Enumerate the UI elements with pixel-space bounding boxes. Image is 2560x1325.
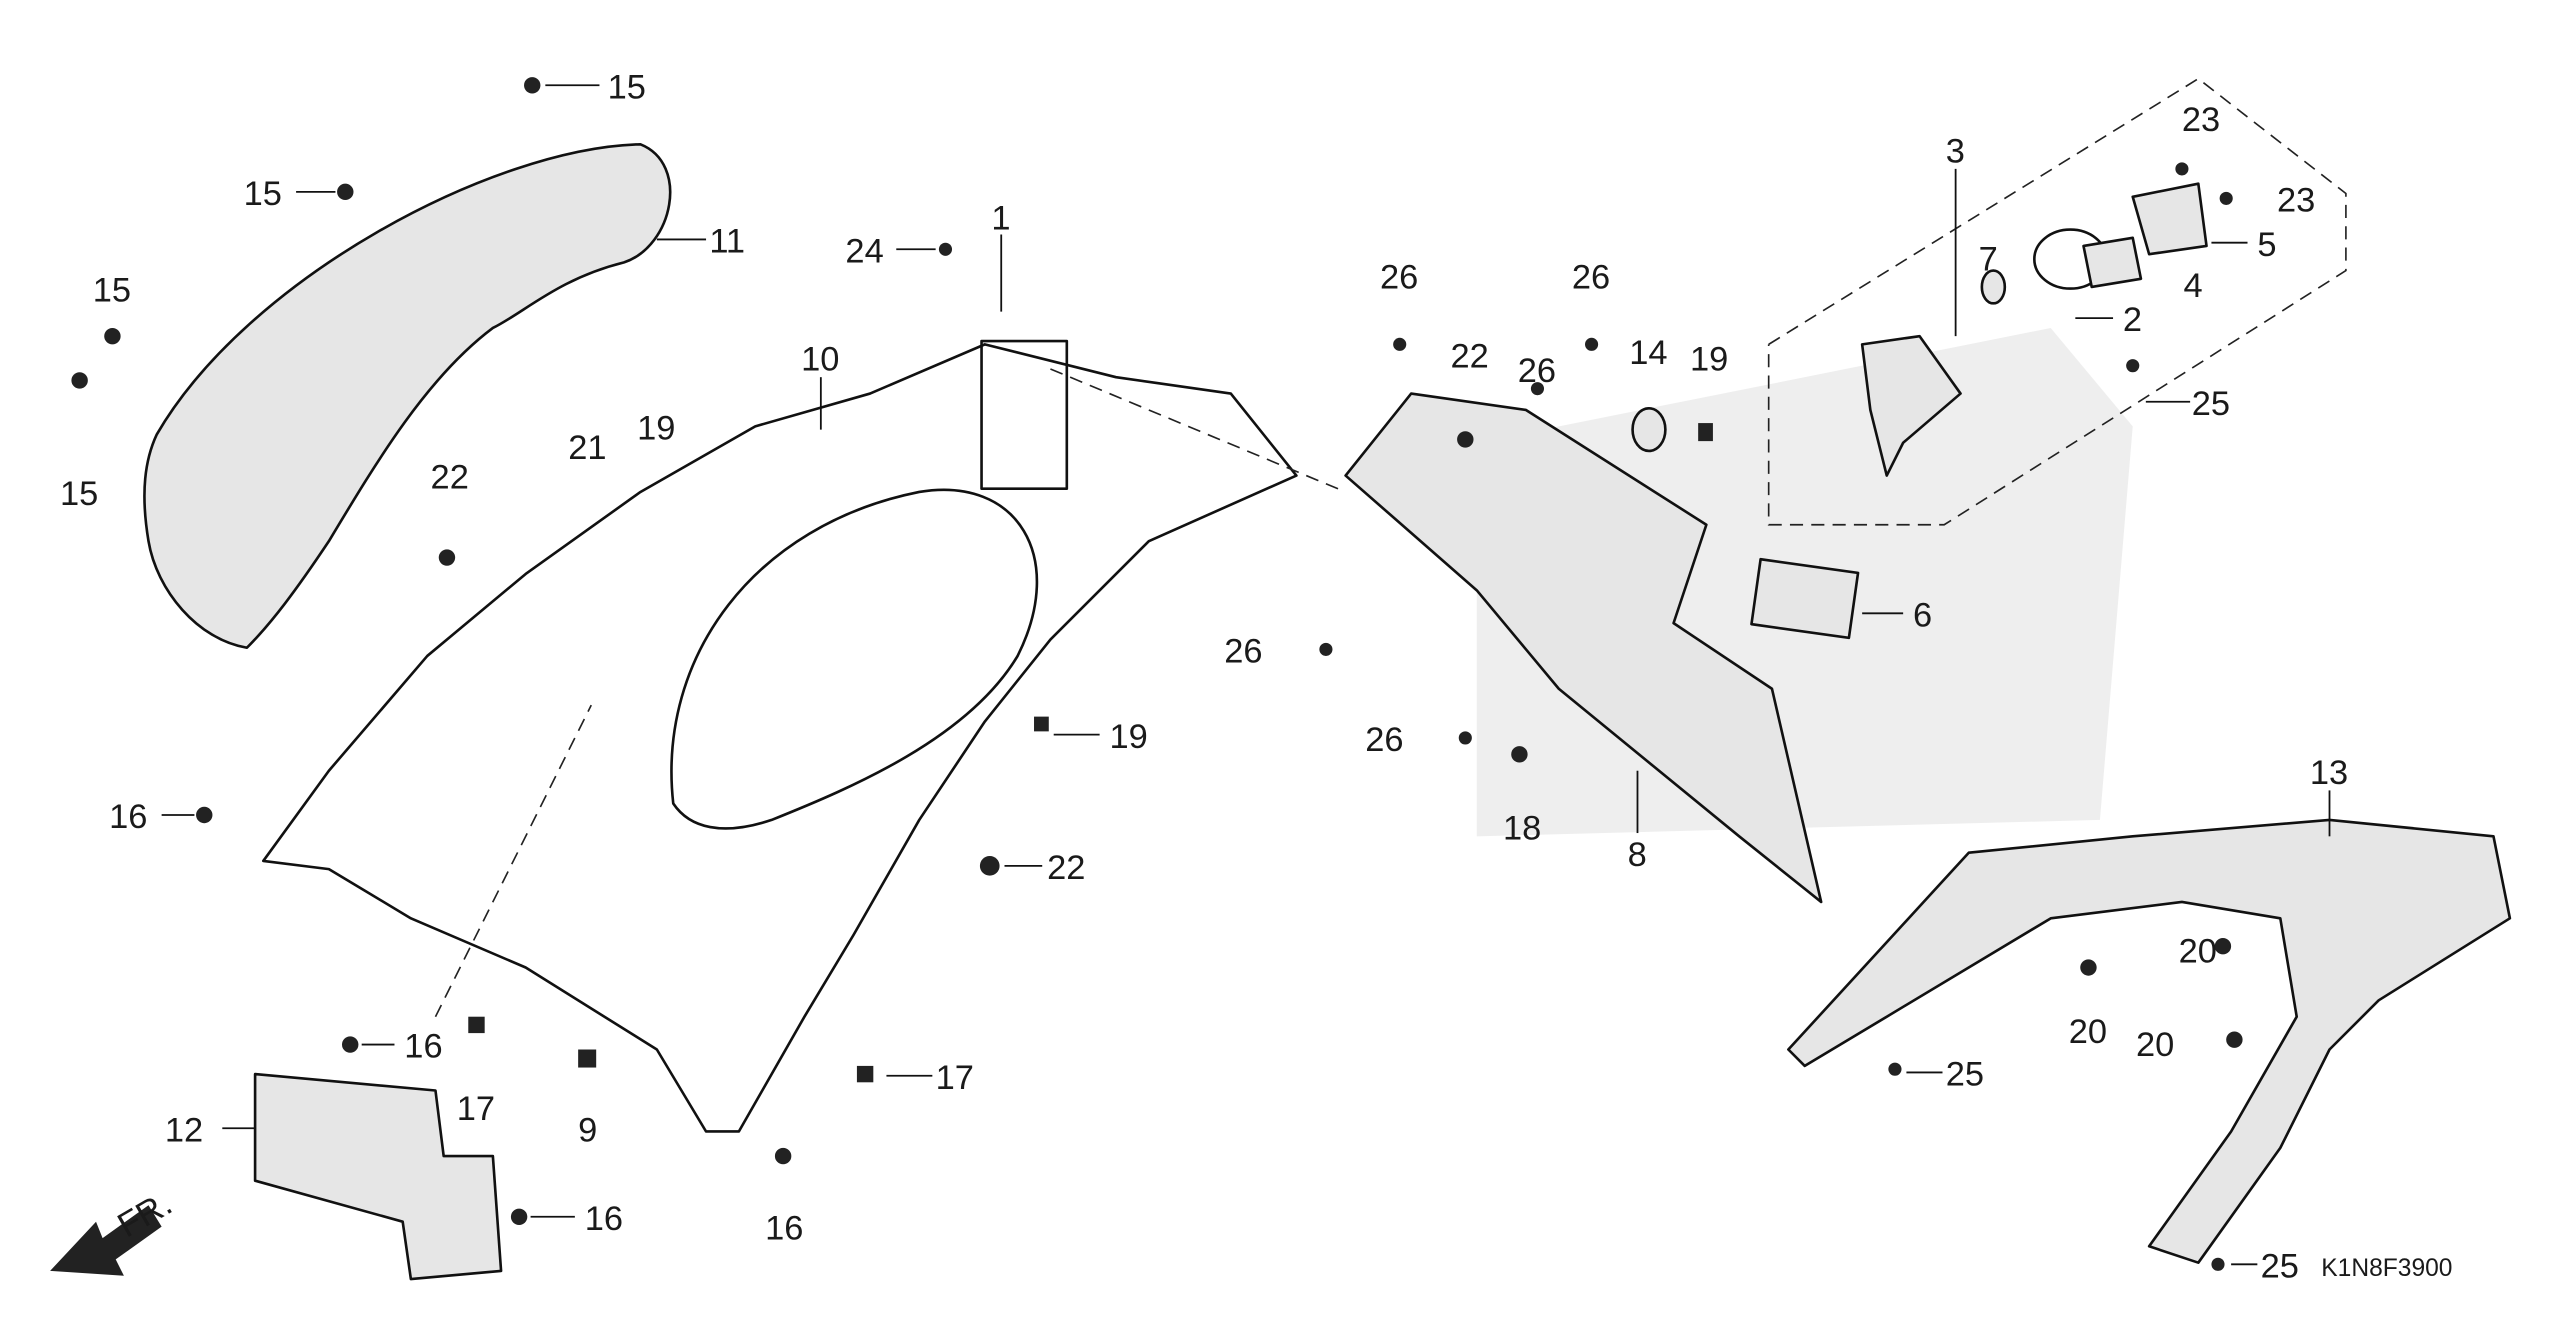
fastener-icons — [71, 77, 2243, 1271]
callout-8: 8 — [1628, 836, 1647, 874]
callout-3: 3 — [1946, 132, 1965, 170]
callout-21: 21 — [568, 429, 606, 467]
callout-26: 26 — [1518, 352, 1556, 390]
callout-9: 9 — [578, 1111, 597, 1149]
callout-24: 24 — [845, 232, 883, 270]
callout-5: 5 — [2257, 226, 2276, 264]
callout-2: 2 — [2123, 301, 2142, 339]
callout-16: 16 — [585, 1200, 623, 1238]
callout-18: 18 — [1503, 810, 1541, 848]
callout-17: 17 — [936, 1059, 974, 1097]
callout-19: 19 — [1690, 341, 1728, 379]
callout-16: 16 — [109, 798, 147, 836]
part-11-rear-fender-cover — [143, 142, 672, 650]
callout-23: 23 — [2182, 101, 2220, 139]
callout-26: 26 — [1380, 259, 1418, 297]
callout-22: 22 — [1047, 849, 1085, 887]
callout-22: 22 — [431, 459, 469, 497]
callout-19: 19 — [637, 409, 675, 447]
callout-22: 22 — [1451, 337, 1489, 375]
callout-15: 15 — [244, 175, 282, 213]
part-10-inner-fender — [261, 343, 1298, 1133]
callout-20: 20 — [2136, 1026, 2174, 1064]
callout-26: 26 — [1572, 259, 1610, 297]
part-8-license-bracket — [1344, 392, 1823, 904]
callout-1: 1 — [991, 200, 1010, 238]
callout-10: 10 — [801, 341, 839, 379]
part-5-housing — [2131, 182, 2208, 256]
leader-1-dash — [1050, 368, 1346, 493]
callout-16: 16 — [404, 1028, 442, 1066]
leader-lines — [161, 84, 2331, 1266]
part-6-reflector — [1750, 557, 1860, 640]
callout-12: 12 — [165, 1111, 203, 1149]
callout-19: 19 — [1109, 718, 1147, 756]
front-arrow-icon: FR. — [50, 1184, 179, 1276]
callout-17: 17 — [457, 1090, 495, 1128]
leader-12-dash — [434, 704, 592, 1018]
callout-15: 15 — [93, 272, 131, 310]
inner-fender-opening — [670, 488, 1039, 830]
callout-25: 25 — [2192, 385, 2230, 423]
callout-15: 15 — [608, 68, 646, 106]
callout-25: 25 — [2261, 1247, 2299, 1285]
callout-25: 25 — [1946, 1056, 1984, 1094]
assembly-3-outline — [1767, 77, 2347, 526]
callout-26: 26 — [1224, 633, 1262, 671]
callout-15: 15 — [60, 475, 98, 513]
callout-23: 23 — [2277, 182, 2315, 220]
callout-26: 26 — [1365, 721, 1403, 759]
callout-20: 20 — [2179, 933, 2217, 971]
drawing-code: K1N8F3900 — [2321, 1255, 2452, 1282]
part-3-license-light — [1860, 334, 1962, 477]
part-12-mudflap — [253, 1072, 503, 1281]
callout-14: 14 — [1629, 334, 1667, 372]
callouts: 15 15 15 15 11 24 1 10 21 19 22 19 22 16… — [60, 68, 2453, 1285]
callout-6: 6 — [1913, 596, 1932, 634]
callout-4: 4 — [2184, 267, 2203, 305]
callout-7: 7 — [1979, 241, 1998, 279]
callout-20: 20 — [2069, 1013, 2107, 1051]
part-4-lens — [2082, 236, 2143, 289]
callout-11: 11 — [709, 223, 745, 261]
part-14-grommet — [1631, 407, 1667, 453]
part-7-bulb — [1980, 269, 2007, 305]
callout-13: 13 — [2310, 754, 2348, 792]
callout-16: 16 — [765, 1210, 803, 1248]
part-1-bracket — [980, 339, 1069, 490]
